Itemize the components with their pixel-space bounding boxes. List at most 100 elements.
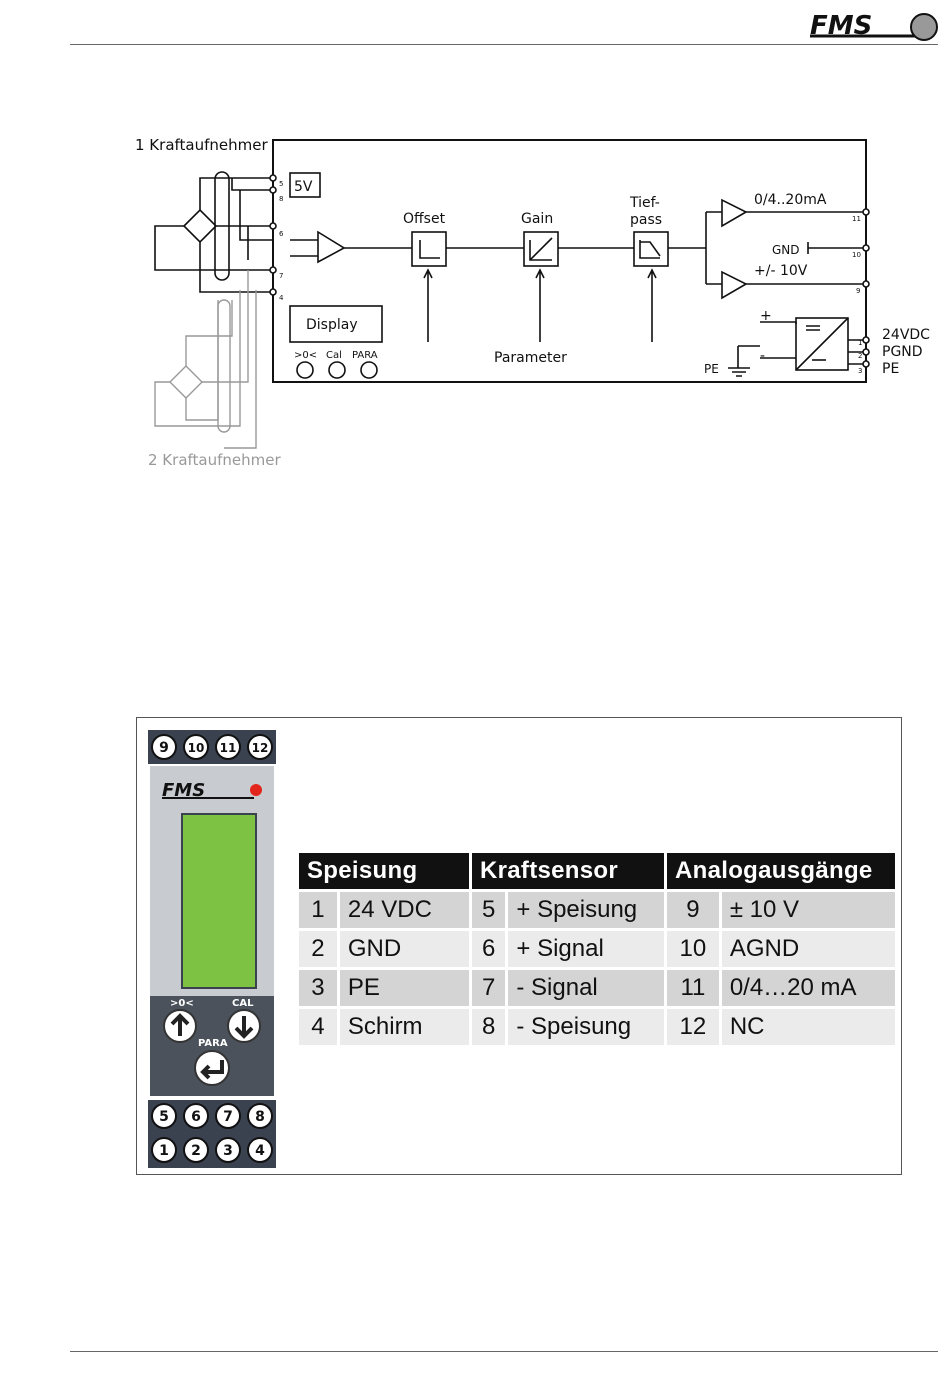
cell: 1 — [299, 892, 337, 928]
terminal-number: 10 — [188, 741, 205, 755]
pin-7: 7 — [279, 272, 283, 280]
cell: GND — [339, 931, 469, 967]
btn-cal-label: Cal — [326, 350, 342, 361]
pin-assignment-panel — [136, 717, 902, 1175]
logo-text: FMS — [810, 11, 872, 41]
bottom-terminals-row1: 5 6 7 8 — [151, 1103, 273, 1129]
terminal-number: 9 — [159, 740, 169, 756]
cell: 2 — [299, 931, 337, 967]
terminal-number: 11 — [220, 741, 237, 755]
terminal-screw — [151, 1137, 177, 1163]
terminal-number: 6 — [191, 1109, 201, 1125]
lowpass-label-2: pass — [630, 212, 662, 228]
cell: 11 — [667, 970, 719, 1006]
header-rule — [70, 44, 938, 45]
device-btn-cal-label: CAL — [232, 998, 254, 1009]
cell: 0/4…20 mA — [721, 970, 895, 1006]
sensor1-label: 1 Kraftaufnehmer — [135, 136, 268, 154]
terminal-number: 1 — [159, 1143, 169, 1159]
terminal-number: 5 — [159, 1109, 169, 1125]
terminal-number: 7 — [223, 1109, 233, 1125]
device-logo-text: FMS — [162, 780, 205, 801]
cell: 12 — [667, 1009, 719, 1045]
plus-sign: + — [760, 308, 772, 324]
terminal-screw — [247, 1137, 273, 1163]
pin-8: 8 — [279, 195, 283, 203]
cell: 9 — [667, 892, 719, 928]
out-voltage-label: +/- 10V — [754, 263, 808, 279]
device-btn-para-label: PARA — [198, 1038, 228, 1049]
supply-5v-label: 5V — [294, 179, 313, 195]
supply-pe-label: PE — [882, 361, 899, 377]
terminal-screw — [247, 1103, 273, 1129]
pin-5: 5 — [279, 180, 283, 188]
block-diagram: 1 Kraftaufnehmer 2 Kraftaufnehmer 5V Off… — [135, 136, 930, 469]
cell: 6 — [472, 931, 506, 967]
supply-pgnd-label: PGND — [882, 344, 923, 360]
minus-sign: - — [760, 348, 765, 364]
pin-11: 11 — [852, 215, 861, 223]
enter-icon — [194, 1050, 230, 1086]
out-current-label: 0/4..20mA — [754, 192, 827, 208]
terminal-number: 8 — [255, 1109, 265, 1125]
pe-label: PE — [704, 362, 719, 376]
table-row: 3 PE 7 - Signal 11 0/4…20 mA — [299, 970, 895, 1006]
cell: + Signal — [508, 931, 664, 967]
btn-para-label: PARA — [352, 350, 378, 361]
header-force-sensor: Kraftsensor — [472, 853, 664, 889]
cell: 4 — [299, 1009, 337, 1045]
pin-table-header: Speisung Kraftsensor Analogausgänge — [299, 853, 895, 889]
cell: - Signal — [508, 970, 664, 1006]
supply-24vdc-label: 24VDC — [882, 327, 930, 343]
cell: PE — [339, 970, 469, 1006]
device-btn-zero-label: >0< — [170, 998, 194, 1009]
cell: 3 — [299, 970, 337, 1006]
pin-table: Speisung Kraftsensor Analogausgänge 1 24… — [296, 850, 898, 1048]
terminal-number: 2 — [191, 1143, 201, 1159]
cell: NC — [721, 1009, 895, 1045]
cell: 10 — [667, 931, 719, 967]
terminal-screw — [215, 1137, 241, 1163]
terminal-number: 3 — [223, 1143, 233, 1159]
terminal-screw — [183, 734, 209, 760]
out-gnd-label: GND — [772, 243, 800, 257]
terminal-screw — [247, 734, 273, 760]
cell: - Speisung — [508, 1009, 664, 1045]
header-analog-outputs: Analogausgänge — [667, 853, 895, 889]
terminal-screw — [183, 1137, 209, 1163]
up-arrow-icon — [163, 1009, 197, 1043]
cell: + Speisung — [508, 892, 664, 928]
bottom-terminals-row2: 1 2 3 4 — [151, 1137, 273, 1163]
device-led — [250, 784, 262, 796]
btn-zero-label: >0< — [294, 350, 317, 361]
table-row: 1 24 VDC 5 + Speisung 9 ± 10 V — [299, 892, 895, 928]
pin-3: 3 — [858, 367, 862, 375]
cell: AGND — [721, 931, 895, 967]
cell: 8 — [472, 1009, 506, 1045]
pin-4: 4 — [279, 294, 284, 302]
cell: 5 — [472, 892, 506, 928]
table-row: 2 GND 6 + Signal 10 AGND — [299, 931, 895, 967]
table-row: 4 Schirm 8 - Speisung 12 NC — [299, 1009, 895, 1045]
lowpass-label-1: Tief- — [629, 195, 660, 211]
cell: Schirm — [339, 1009, 469, 1045]
pin-6: 6 — [279, 230, 284, 238]
cell: ± 10 V — [721, 892, 895, 928]
pin-2: 2 — [858, 352, 862, 360]
cell: 24 VDC — [339, 892, 469, 928]
parameter-label: Parameter — [494, 350, 567, 366]
offset-label: Offset — [403, 211, 446, 227]
terminal-screw — [151, 734, 177, 760]
terminal-number: 12 — [252, 741, 269, 755]
terminal-number: 4 — [255, 1143, 265, 1159]
cell: 7 — [472, 970, 506, 1006]
terminal-screw — [215, 734, 241, 760]
gain-label: Gain — [521, 211, 553, 227]
top-terminals: 9 10 11 12 — [151, 734, 273, 760]
terminal-screw — [183, 1103, 209, 1129]
display-label: Display — [306, 317, 358, 333]
terminal-screw — [151, 1103, 177, 1129]
fms-logo: FMS — [810, 11, 938, 41]
device-display — [181, 813, 257, 989]
